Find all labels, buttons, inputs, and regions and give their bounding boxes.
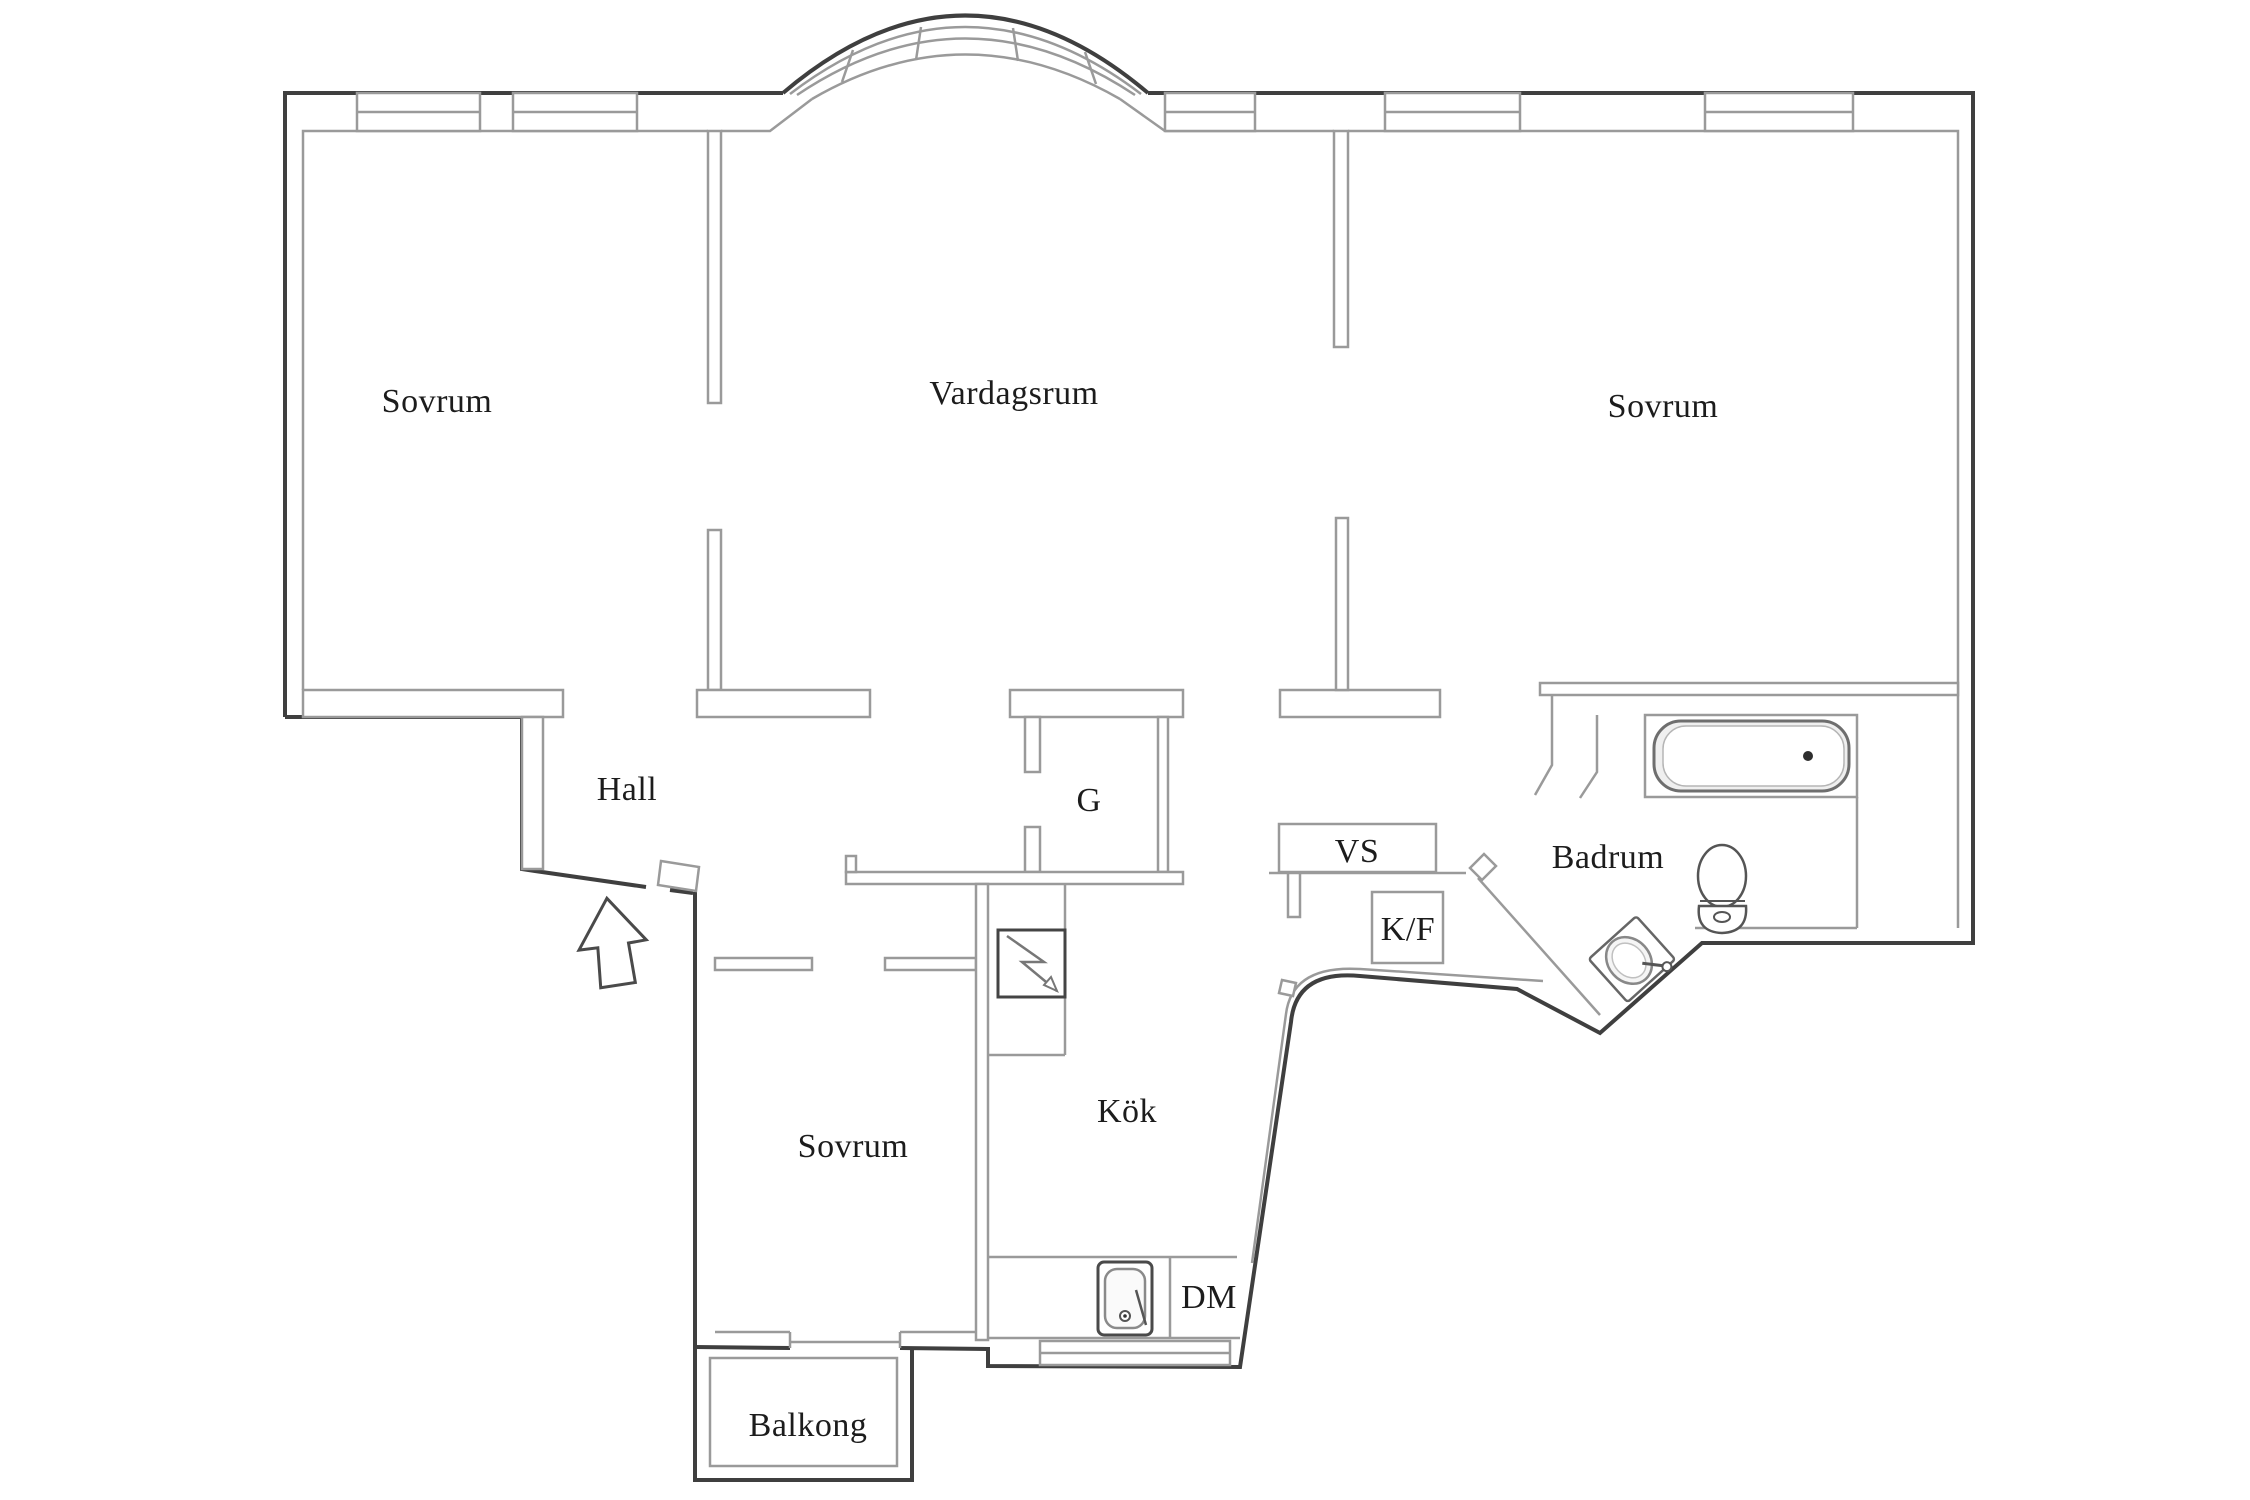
wall-hall-west (520, 715, 545, 871)
bathroom-diagonal-cap (1468, 852, 1498, 882)
vs-box (1277, 822, 1438, 874)
toilet-bowl (1696, 843, 1748, 909)
label-vardagsrum: Vardagsrum (929, 375, 1098, 412)
corner-sink-faucet (1642, 961, 1664, 968)
label-sovrum-bottom: Sovrum (798, 1128, 909, 1165)
bathroom-fixtures (1588, 713, 1859, 1003)
label-badrum: Badrum (1552, 839, 1665, 876)
wall-balcony-top-left-seg (694, 1345, 791, 1350)
kitchen-sink-faucet (1134, 1289, 1148, 1326)
entry-door-jamb (656, 859, 701, 893)
partition-right-foot (1278, 688, 1442, 719)
partition-right-upper (1332, 129, 1350, 349)
balcony-railing-inner (708, 1356, 899, 1468)
entry-arrow (576, 895, 650, 990)
bay-arc-inner-face (811, 53, 1121, 101)
lightning-bolt-arrowhead (1042, 975, 1059, 993)
corridor-shelf-stub (1286, 871, 1302, 919)
label-sovrum-left: Sovrum (382, 383, 493, 420)
bathroom-door-jogs (1533, 695, 1599, 799)
lightning-bolt-icon (1006, 934, 1058, 992)
label-garderob: G (1076, 782, 1101, 819)
corner-sink-faucet-knob (1661, 961, 1673, 973)
label-kf: K/F (1381, 911, 1435, 948)
wall-sovrumbottom-top-2 (883, 956, 978, 972)
kf-box (1370, 890, 1445, 965)
corner-sink-basin-rim (1611, 942, 1647, 979)
partition-left-upper (706, 129, 723, 405)
inner-face-kitchen-curve (1250, 967, 1544, 1264)
kitchen-sink-drain-dot (1123, 1314, 1127, 1318)
inner-face-sovrum-bottom (715, 1330, 976, 1348)
balcony (708, 1356, 899, 1468)
label-kok: Kök (1097, 1093, 1157, 1130)
kitchen-curve-tick (1277, 978, 1298, 998)
bay-arc-inner-1 (789, 25, 1142, 95)
partition-walls (301, 129, 1960, 1342)
bathtub-drain (1803, 751, 1813, 761)
toilet-flush (1713, 911, 1731, 923)
partition-left-stub (706, 528, 723, 692)
label-vs: VS (1335, 833, 1379, 870)
entry-arrow-icon (576, 895, 650, 990)
wall-hall-south-band (844, 870, 1185, 886)
partition-right-stub (1334, 516, 1350, 692)
partition-kitchen-west (974, 882, 990, 1342)
wall-sovrumleft-south (301, 688, 565, 719)
inner-face-top-right (1165, 129, 1960, 928)
wall-hall-south-jog (844, 854, 858, 874)
bay-corner-diagonals (721, 97, 1166, 133)
bay-window-glazing (721, 25, 1166, 133)
wall-right-and-bath (899, 91, 1975, 1370)
label-sovrum-right: Sovrum (1608, 388, 1719, 425)
wall-sovrumbottom-top-1 (713, 956, 814, 972)
bay-window-outer-arc (781, 13, 1150, 95)
kitchen-sink-basin (1103, 1267, 1147, 1330)
kitchen-fittings (988, 1255, 1240, 1367)
partition-left-foot (695, 688, 872, 719)
corner-sink (1588, 916, 1676, 1003)
label-hall: Hall (597, 771, 658, 808)
closet-g-left-lower (1023, 825, 1042, 874)
inner-face-left-top (301, 129, 708, 690)
closet-g-left-upper (1023, 715, 1042, 774)
windows-top-wall (355, 91, 1855, 133)
bathroom-diagonal-inner (1477, 877, 1601, 1016)
room-labels: Sovrum Vardagsrum Sovrum Hall G VS K/F B… (382, 375, 1719, 1444)
wall-west-wing-and-balcony (693, 892, 914, 1482)
kitchen-counter-lines (988, 1255, 1240, 1340)
closet-g-top-bar (1008, 688, 1185, 719)
closet-g-right (1156, 715, 1170, 874)
label-dm: DM (1181, 1279, 1237, 1316)
service-boxes (988, 822, 1445, 1057)
bathtub-inner (1662, 725, 1845, 787)
label-balkong: Balkong (749, 1407, 868, 1444)
wall-sovrumright-south (1538, 681, 1960, 697)
bay-window-ticks (840, 26, 1098, 85)
